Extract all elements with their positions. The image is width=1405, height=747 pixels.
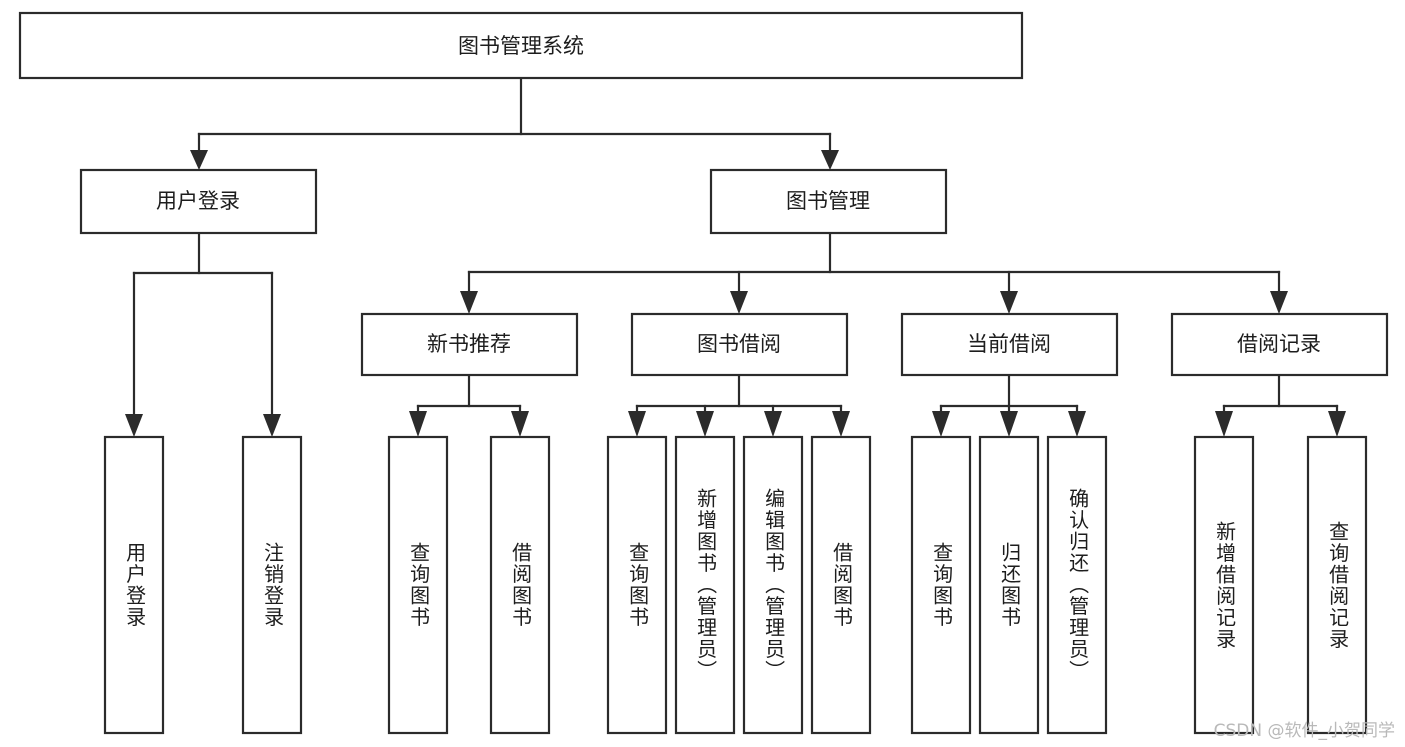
arrow-head-nb-leaf-2: [511, 411, 529, 437]
current-borrow-box[interactable]: [900, 312, 1119, 377]
book-borrow-box[interactable]: [630, 312, 849, 377]
leaf-box-bb-edit-book[interactable]: [742, 435, 804, 735]
arrow-head-borrow-record: [1270, 291, 1288, 314]
node-book-manage[interactable]: 图书管理: [709, 168, 948, 235]
book-manage-label: 图书管理: [786, 189, 870, 213]
leaf-boxes-current-borrow: [910, 435, 1108, 735]
node-new-book-recommend[interactable]: 新书推荐: [360, 312, 579, 377]
node-root[interactable]: 图书管理系统: [18, 11, 1024, 80]
connectors-new-book-to-leaves: [409, 373, 529, 437]
current-borrow-label: 当前借阅: [967, 332, 1051, 356]
book-borrow-label: 图书借阅: [697, 332, 781, 356]
arrow-head-cb-leaf-2: [1000, 411, 1018, 437]
leaf-box-bb-query-book[interactable]: [606, 435, 668, 735]
connectors-borrow-record-to-leaves: [1215, 373, 1346, 437]
leaf-boxes-borrow-record: [1193, 435, 1368, 735]
leaf-boxes-book-borrow: [606, 435, 872, 735]
arrow-head-cb-leaf-1: [932, 411, 950, 437]
leaf-boxes-user-login: [103, 435, 303, 735]
leaf-box-nb-borrow-book[interactable]: [489, 435, 551, 735]
arrow-head-leaf-logout: [263, 414, 281, 437]
user-login-label: 用户登录: [156, 189, 240, 213]
node-borrow-record[interactable]: 借阅记录: [1170, 312, 1389, 377]
borrow-record-label: 借阅记录: [1237, 332, 1321, 356]
new-book-recommend-label: 新书推荐: [427, 332, 511, 356]
arrow-head-br-leaf-2: [1328, 411, 1346, 437]
arrow-head-bb-leaf-2: [696, 411, 714, 437]
root-box[interactable]: [18, 11, 1024, 80]
arrow-head-bb-leaf-1: [628, 411, 646, 437]
arrow-head-leaf-user-login: [125, 414, 143, 437]
connectors-root-to-level1: [190, 76, 839, 170]
arrow-head-cb-leaf-3: [1068, 411, 1086, 437]
borrow-record-box[interactable]: [1170, 312, 1389, 377]
leaf-boxes-new-book: [387, 435, 551, 735]
leaf-box-bb-borrow-book[interactable]: [810, 435, 872, 735]
node-user-login[interactable]: 用户登录: [79, 168, 318, 235]
arrow-head-br-leaf-1: [1215, 411, 1233, 437]
root-label: 图书管理系统: [458, 34, 584, 58]
leaf-box-cb-confirm-return[interactable]: [1046, 435, 1108, 735]
leaf-box-cb-return-book[interactable]: [978, 435, 1040, 735]
user-login-box[interactable]: [79, 168, 318, 235]
connectors-book-manage-to-level2: [460, 231, 1288, 314]
new-book-recommend-box[interactable]: [360, 312, 579, 377]
leaf-box-bb-add-book[interactable]: [674, 435, 736, 735]
arrow-head-current-borrow: [1000, 291, 1018, 314]
connectors-book-borrow-to-leaves: [628, 373, 850, 437]
arrow-head-user-login: [190, 150, 208, 170]
node-book-borrow[interactable]: 图书借阅: [630, 312, 849, 377]
arrow-head-nb-leaf-1: [409, 411, 427, 437]
leaf-box-br-add-record[interactable]: [1193, 435, 1255, 735]
arrow-head-bb-leaf-4: [832, 411, 850, 437]
csdn-watermark: CSDN @软件_小贺同学: [1213, 721, 1395, 741]
book-manage-box[interactable]: [709, 168, 948, 235]
arrow-head-bb-leaf-3: [764, 411, 782, 437]
arrow-head-book-borrow: [730, 291, 748, 314]
leaf-box-user-login[interactable]: [103, 435, 165, 735]
leaf-box-logout[interactable]: [241, 435, 303, 735]
node-current-borrow[interactable]: 当前借阅: [900, 312, 1119, 377]
leaf-box-cb-query-book[interactable]: [910, 435, 972, 735]
leaf-box-nb-query-book[interactable]: [387, 435, 449, 735]
arrow-head-new-book: [460, 291, 478, 314]
leaf-box-br-query-record[interactable]: [1306, 435, 1368, 735]
connectors-current-borrow-to-leaves: [932, 373, 1086, 437]
connectors-user-login-to-leaves: [125, 231, 281, 437]
arrow-head-book-manage: [821, 150, 839, 170]
